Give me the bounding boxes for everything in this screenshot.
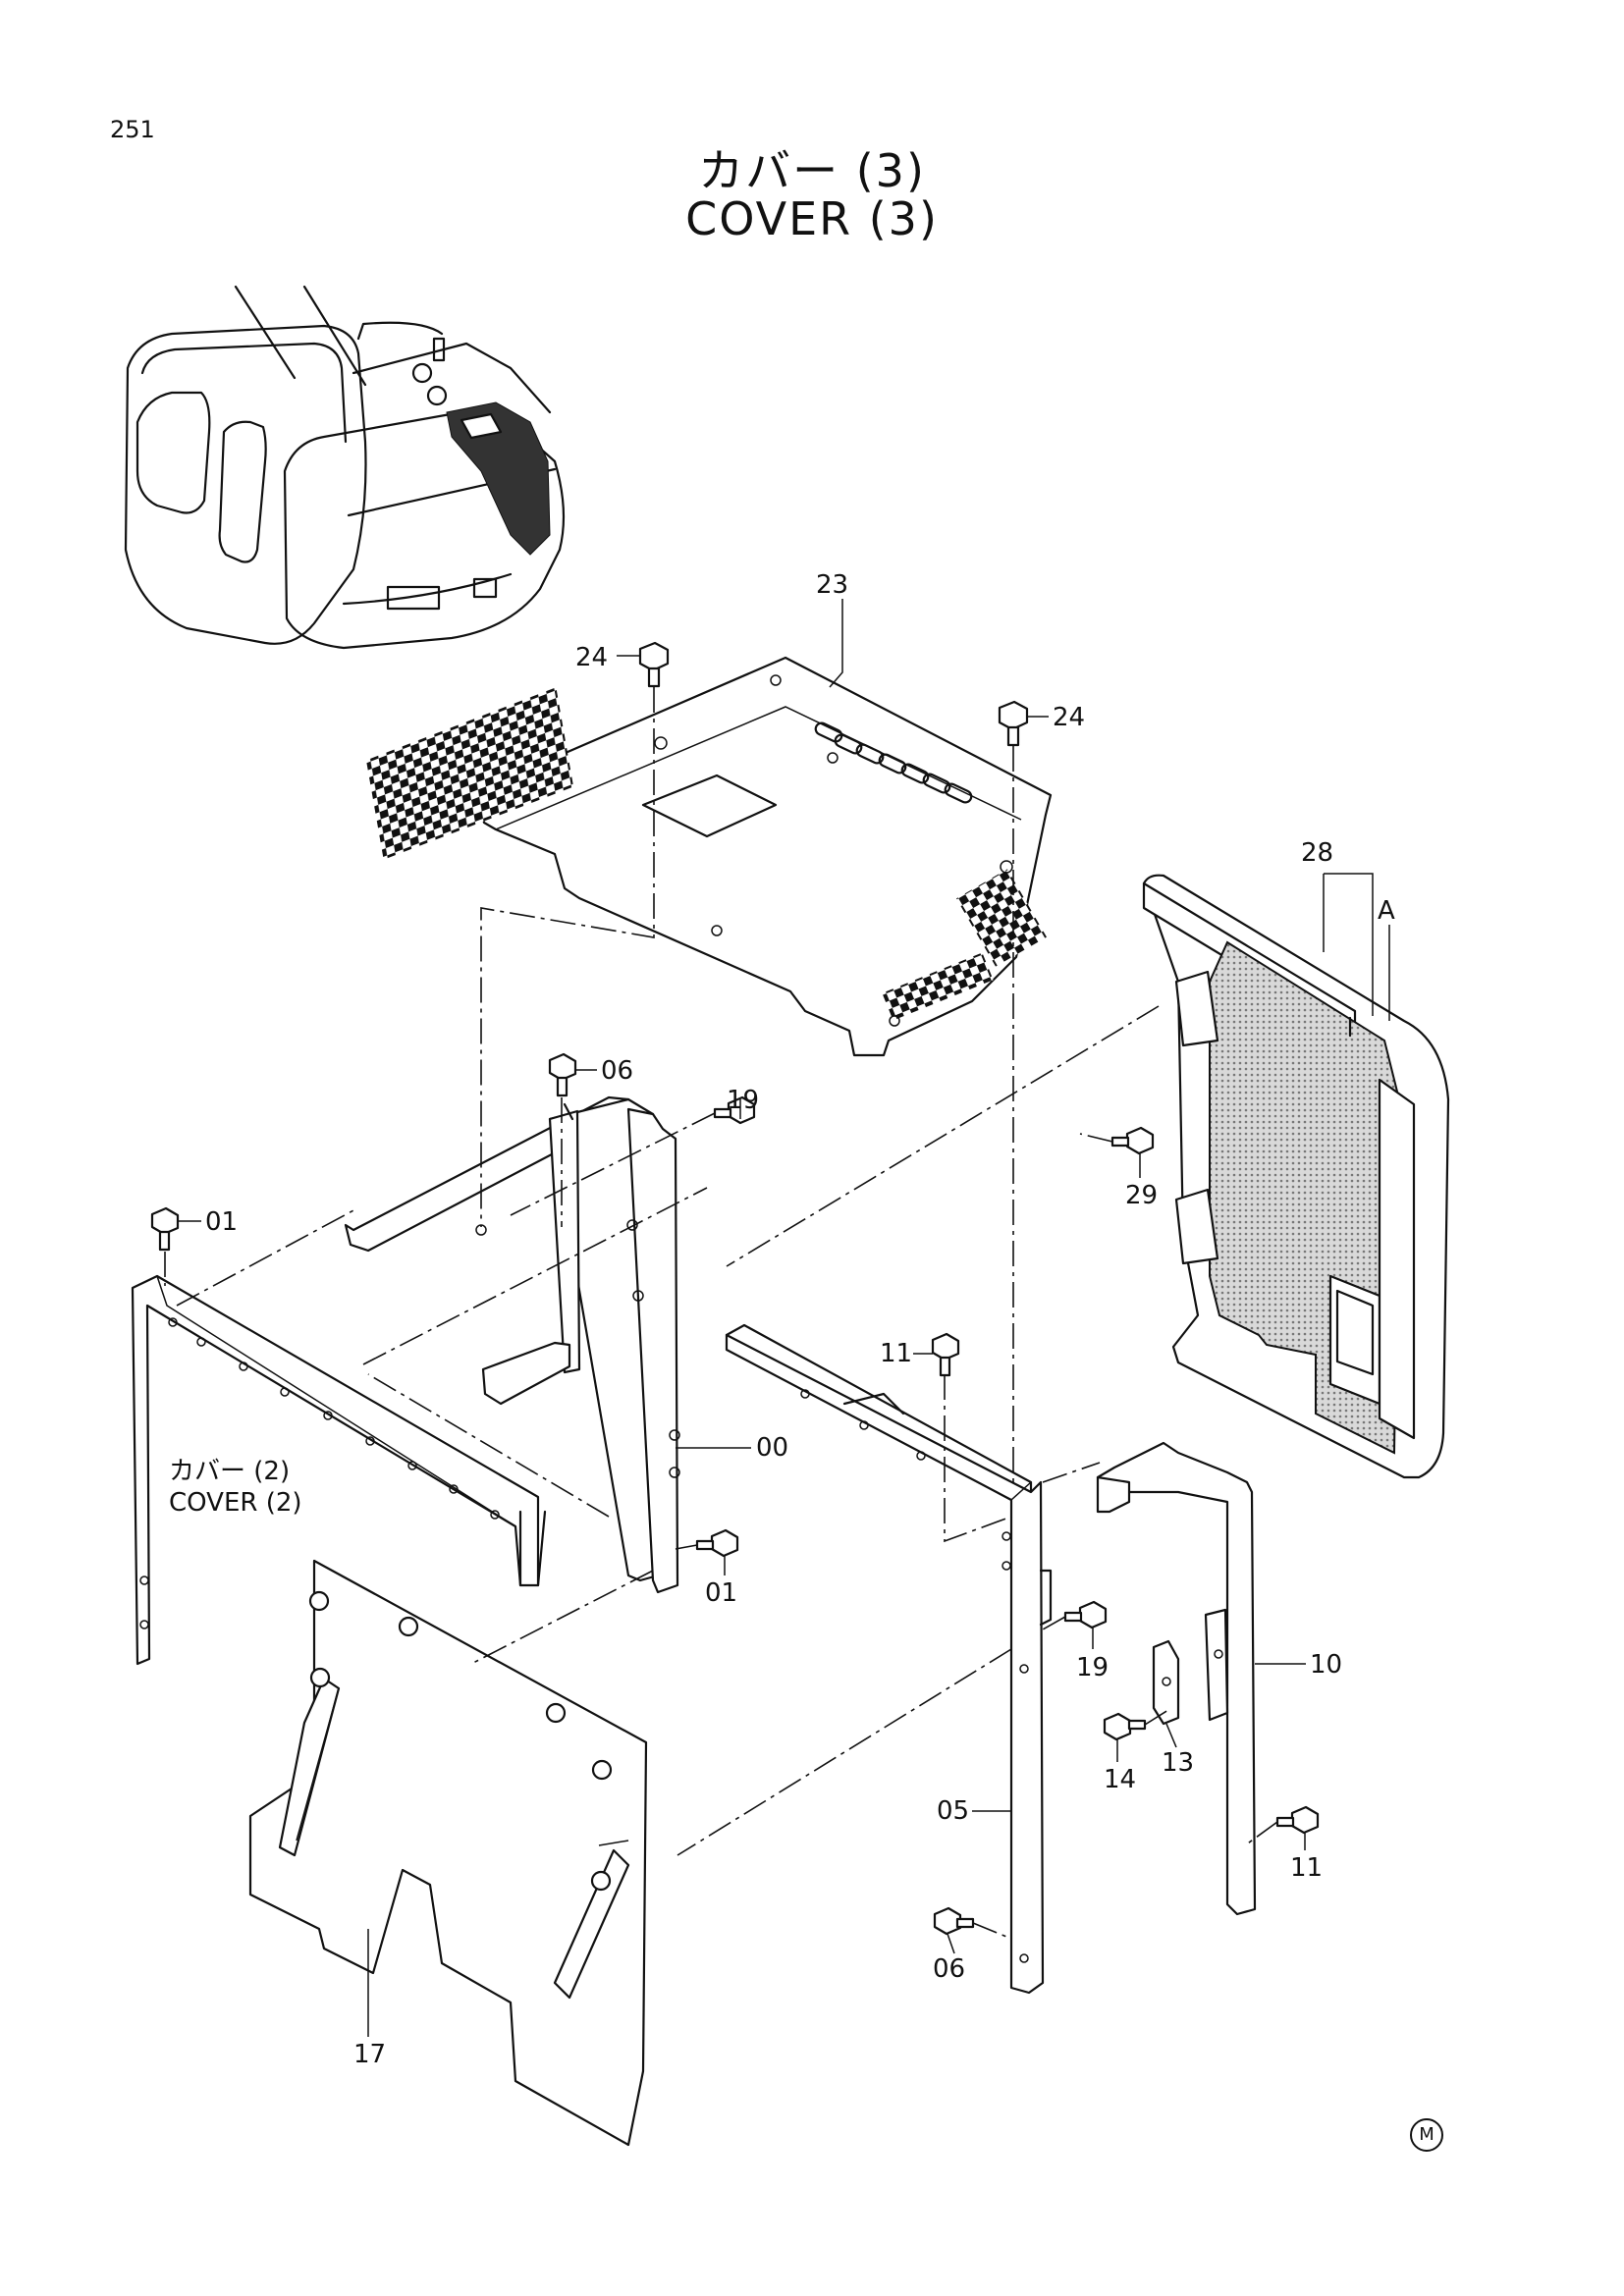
bolt-24-right [998, 700, 1029, 747]
part-00-bracket [344, 1095, 680, 1594]
bolt-06-upper [548, 1052, 577, 1097]
callout-14: 14 [1104, 1765, 1137, 1794]
callout-19-upper: 19 [727, 1086, 760, 1115]
part-05-post [725, 1323, 1053, 1995]
assembly-center-lines [164, 687, 1278, 1940]
bolt-11-lower [1275, 1805, 1320, 1835]
callout-06-upper: 06 [601, 1056, 634, 1086]
callout-leader-lines [178, 599, 1390, 2037]
part-13-clip [1152, 1639, 1180, 1726]
callout-24-right: 24 [1053, 703, 1086, 732]
bolt-24-left [638, 641, 670, 688]
cross-reference-en: COVER (2) [169, 1488, 302, 1518]
title-japanese: カバー (3) [698, 144, 926, 197]
corner-mark: M [1410, 2118, 1443, 2152]
page-number: 251 [110, 116, 155, 143]
callout-06-lower: 06 [933, 1954, 966, 1984]
title-english: COVER (3) [685, 192, 939, 245]
bolt-01-left [150, 1206, 180, 1252]
callout-05: 05 [937, 1796, 970, 1826]
machine-key-map [124, 285, 566, 650]
callout-13: 13 [1162, 1748, 1195, 1778]
callout-00: 00 [756, 1433, 789, 1463]
bolt-14 [1103, 1712, 1147, 1741]
callout-01-lower: 01 [705, 1578, 738, 1608]
cross-reference-note: カバー (2) COVER (2) [169, 1456, 302, 1519]
bolt-11-upper [931, 1332, 960, 1377]
bolt-19-lower [1063, 1600, 1108, 1629]
callout-28: 28 [1301, 838, 1334, 868]
callout-17: 17 [353, 2040, 387, 2069]
callout-24-left: 24 [575, 643, 609, 672]
callout-29: 29 [1125, 1181, 1159, 1210]
detail-marker-a: A [1378, 896, 1395, 926]
bolt-01-lower [695, 1528, 739, 1558]
callout-10: 10 [1310, 1650, 1343, 1680]
callout-11-upper: 11 [880, 1339, 913, 1368]
callout-01-left: 01 [205, 1207, 239, 1237]
bolt-06-lower [933, 1906, 975, 1936]
part-23-top-cover [365, 656, 1053, 1057]
bolt-29 [1110, 1126, 1155, 1155]
part-17-guard-plate [248, 1559, 648, 2147]
part-28-side-door [1142, 874, 1450, 1479]
cross-reference-ja: カバー (2) [169, 1457, 291, 1486]
callout-19-lower: 19 [1076, 1653, 1110, 1682]
callout-11-lower: 11 [1290, 1853, 1324, 1883]
frame-cover-2 [131, 1274, 547, 1666]
part-10-frame [1096, 1441, 1257, 1916]
callout-23: 23 [816, 570, 849, 600]
